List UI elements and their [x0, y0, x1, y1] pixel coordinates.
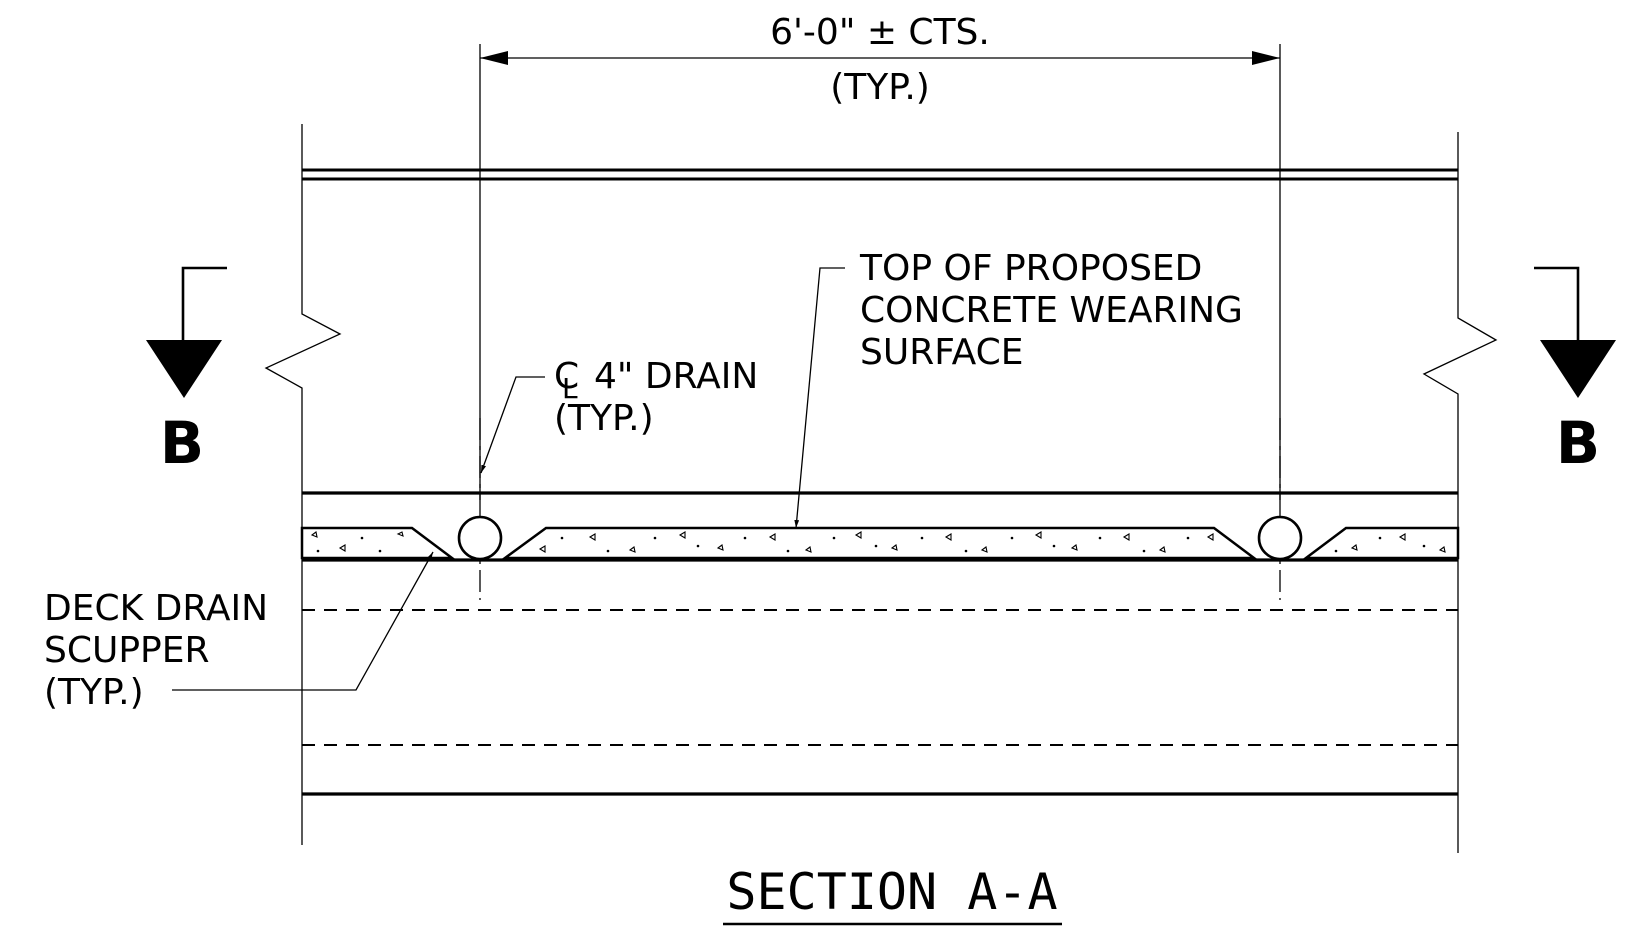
break-line-right: [1422, 132, 1498, 853]
section-marker-left: B: [146, 266, 227, 477]
wearing-surface-label-line1: TOP OF PROPOSED: [859, 248, 1202, 289]
leader-drain: C L 4" DRAIN (TYP.): [480, 356, 758, 474]
concrete-strip-center: [501, 526, 1258, 560]
wearing-surface-label-line3: SURFACE: [860, 332, 1024, 373]
concrete-wearing-surface: [300, 526, 1460, 560]
drain-pipe-left: [457, 515, 503, 561]
section-title-group: SECTION A-A: [723, 863, 1062, 926]
drain-pipe-right: [1257, 515, 1303, 561]
section-arrow-left-icon: [146, 340, 222, 398]
leader-wearing-surface: TOP OF PROPOSED CONCRETE WEARING SURFACE: [794, 248, 1243, 529]
dimension-spacing: 6'-0" ± CTS. (TYP.): [479, 12, 1281, 500]
leader-scupper: DECK DRAIN SCUPPER (TYP.): [44, 551, 434, 713]
section-title: SECTION A-A: [726, 863, 1057, 921]
drain-label-line2: (TYP.): [554, 398, 654, 439]
dimension-arrow-left: [480, 51, 508, 65]
section-marker-left-letter: B: [160, 409, 204, 477]
concrete-stipple: [310, 531, 1446, 553]
section-arrow-right-icon: [1540, 340, 1616, 398]
break-line-left: [264, 124, 342, 845]
dimension-typ-text: (TYP.): [830, 67, 930, 108]
scupper-label-line1: DECK DRAIN: [44, 588, 268, 629]
section-marker-right-letter: B: [1556, 409, 1600, 477]
drain-label-line1: 4" DRAIN: [594, 356, 758, 397]
concrete-dots: [316, 536, 1426, 553]
dimension-arrow-right: [1252, 51, 1280, 65]
wearing-surface-label-line2: CONCRETE WEARING: [860, 290, 1243, 331]
scupper-label-line2: SCUPPER: [44, 630, 210, 671]
section-marker-right: B: [1534, 266, 1616, 477]
centerline-symbol-l: L: [562, 372, 578, 405]
dimension-spacing-text: 6'-0" ± CTS.: [770, 12, 990, 53]
centerline-symbol-c: C: [554, 356, 579, 397]
concrete-strip-left: [300, 526, 456, 560]
scupper-label-line3: (TYP.): [44, 672, 144, 713]
concrete-strip-right: [1302, 526, 1460, 560]
